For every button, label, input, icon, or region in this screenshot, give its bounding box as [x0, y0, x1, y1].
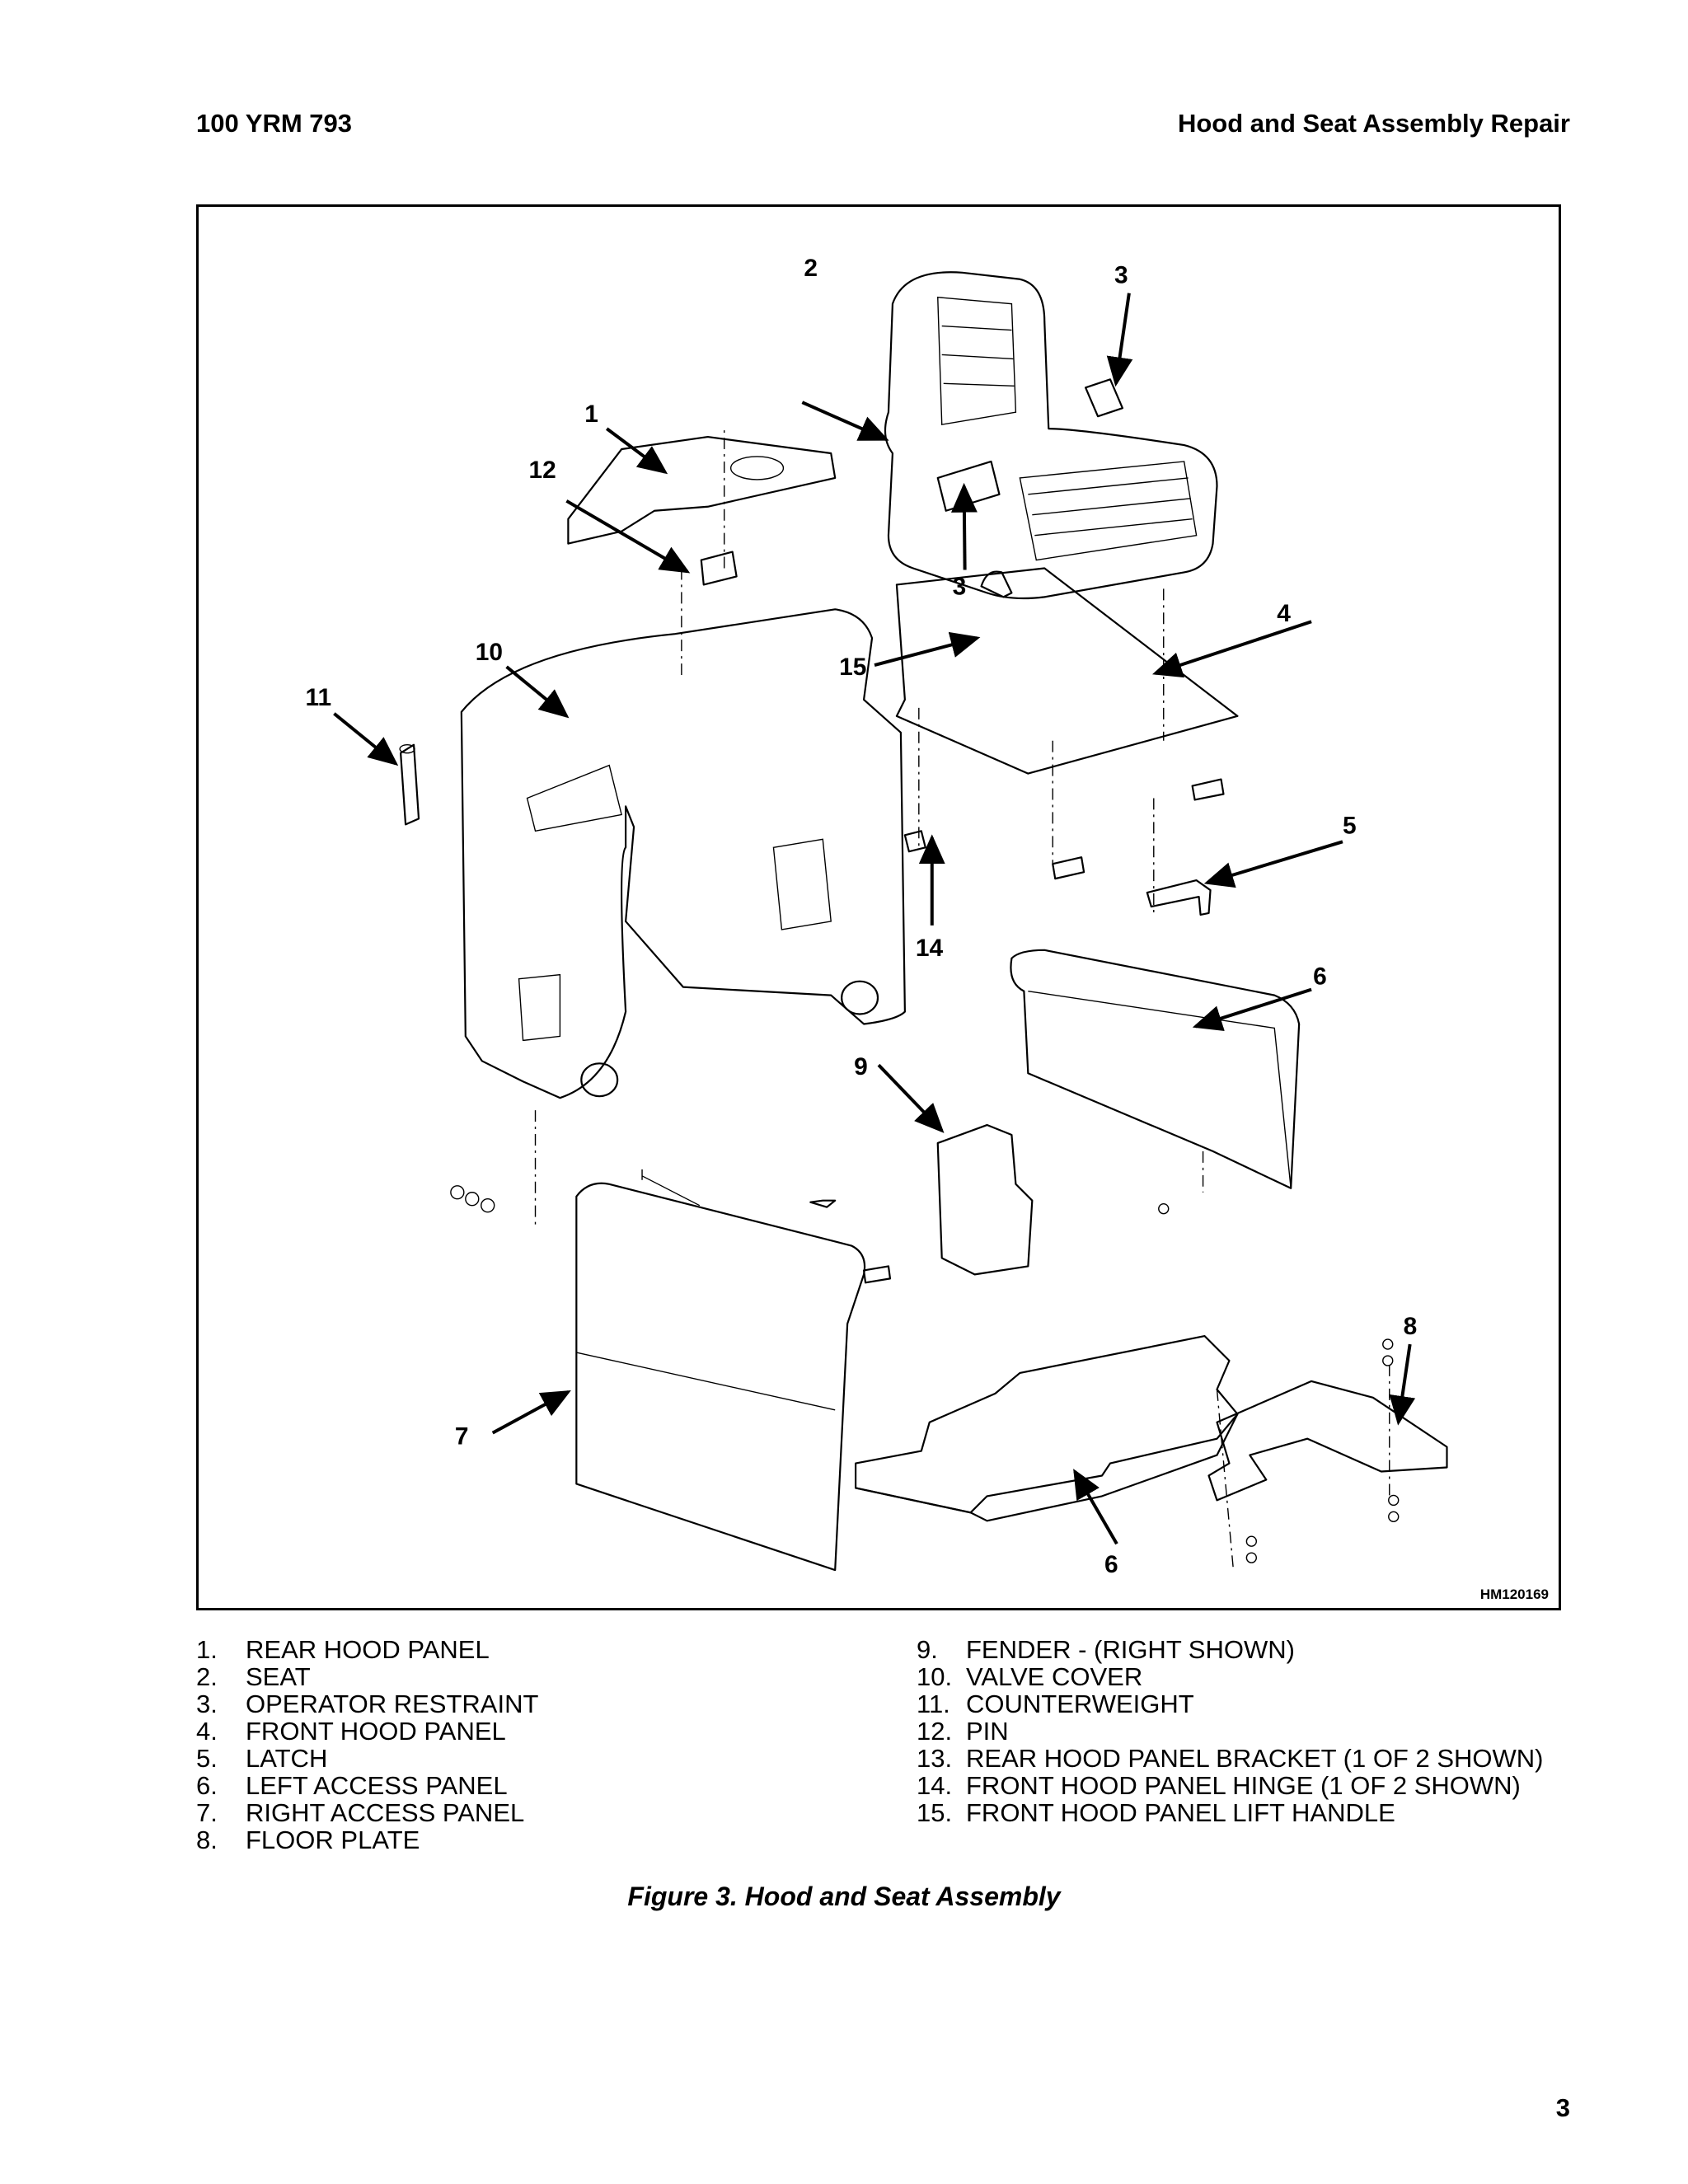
legend-text: VALVE COVER [966, 1662, 1143, 1691]
legend-text: LEFT ACCESS PANEL [246, 1771, 508, 1800]
legend-item: 3. OPERATOR RESTRAINT [196, 1690, 856, 1718]
legend-item: 5. LATCH [196, 1745, 856, 1772]
legend-text: LATCH [246, 1744, 328, 1773]
legend-text: FLOOR PLATE [246, 1825, 420, 1854]
callout-8: 6 [1104, 1551, 1118, 1578]
legend-item: 4. FRONT HOOD PANEL [196, 1718, 856, 1745]
legend-text: COUNTERWEIGHT [966, 1690, 1194, 1718]
hardware-details [450, 778, 1400, 1563]
rear-hood-panel-part [567, 435, 837, 586]
legend-num: 4. [196, 1717, 218, 1746]
legend-num: 9. [917, 1635, 938, 1664]
legend-text: FRONT HOOD PANEL LIFT HANDLE [966, 1798, 1395, 1827]
legend-item: 10. VALVE COVER [917, 1663, 1592, 1690]
exploded-view-drawing: 2 3 1 12 3 4 15 10 11 5 14 6 9 8 7 6 [306, 255, 1448, 1578]
legend-item: 6. LEFT ACCESS PANEL [196, 1772, 856, 1799]
legend-text: FRONT HOOD PANEL HINGE (1 OF 2 SHOWN) [966, 1771, 1521, 1800]
legend-item: 7. RIGHT ACCESS PANEL [196, 1799, 856, 1826]
callout-15: 15 [839, 654, 866, 681]
legend-num: 5. [196, 1744, 218, 1773]
seat-part [884, 271, 1218, 600]
legend-num: 1. [196, 1635, 218, 1664]
legend-num: 3. [196, 1690, 218, 1718]
counterweight-part [460, 608, 906, 1099]
callout-5: 5 [1343, 812, 1357, 839]
legend-item: 14. FRONT HOOD PANEL HINGE (1 OF 2 SHOWN) [917, 1772, 1592, 1799]
legend-item: 8. FLOOR PLATE [196, 1826, 856, 1854]
callout-4: 4 [1277, 600, 1291, 627]
legend-num: 11. [917, 1690, 950, 1718]
legend-text: RIGHT ACCESS PANEL [246, 1798, 525, 1827]
legend-num: 8. [196, 1825, 218, 1854]
right-access-panel-part [575, 1182, 866, 1572]
callout-labels: 2 3 1 12 3 4 15 10 11 5 14 6 9 8 7 6 [306, 255, 1418, 1578]
legend-text: PIN [966, 1717, 1009, 1746]
callout-12: 11 [306, 684, 332, 711]
legend-text: REAR HOOD PANEL [246, 1635, 490, 1664]
callout-6: 6 [1313, 963, 1327, 991]
legend-num: 13. [917, 1744, 953, 1773]
callout-3-bottom: 3 [953, 573, 967, 600]
parts-legend-right: 9.FENDER - (RIGHT SHOWN) 10.VALVE COVER … [917, 1636, 1592, 1826]
legend-num: 12. [917, 1717, 953, 1746]
valve-cover-part [936, 1123, 1034, 1276]
legend-text: FRONT HOOD PANEL [246, 1717, 506, 1746]
legend-text: SEAT [246, 1662, 311, 1691]
callout-11: 10 [476, 639, 503, 666]
legend-text: OPERATOR RESTRAINT [246, 1690, 539, 1718]
callout-2: 2 [804, 255, 818, 282]
latch-part [1146, 879, 1212, 916]
legend-num: 6. [196, 1771, 218, 1800]
legend-item: 2. SEAT [196, 1663, 856, 1690]
callout-10: 9 [854, 1053, 868, 1080]
left-access-panel-part [1010, 949, 1301, 1189]
callout-arrows [333, 293, 1416, 1545]
fender-part [1207, 1380, 1448, 1502]
legend-num: 15. [917, 1798, 953, 1827]
legend-num: 2. [196, 1662, 218, 1691]
floor-plate-part [855, 1335, 1239, 1522]
legend-item: 9. FENDER - (RIGHT SHOWN) [917, 1636, 1592, 1663]
callout-1: 1 [584, 401, 598, 428]
parts-legend-left: 1. REAR HOOD PANEL 2. SEAT 3. OPERATOR REST… [196, 1636, 856, 1854]
document-code: 100 YRM 793 [196, 109, 352, 138]
legend-text: FENDER - (RIGHT SHOWN) [966, 1635, 1295, 1664]
callout-14: 14 [916, 935, 944, 962]
legend-item: 12. PIN [917, 1718, 1592, 1745]
legend-item: 13. REAR HOOD PANEL BRACKET (1 OF 2 SHOWN… [917, 1745, 1592, 1772]
legend-item: 1. REAR HOOD PANEL [196, 1636, 856, 1663]
legend-num: 10. [917, 1662, 953, 1691]
legend-item: 15. FRONT HOOD PANEL LIFT HANDLE [917, 1799, 1592, 1826]
drawing-code: HM120169 [1479, 1586, 1549, 1602]
callout-13: 12 [529, 457, 556, 484]
legend-item: 11. COUNTERWEIGHT [917, 1690, 1592, 1718]
page-number: 3 [1555, 2093, 1570, 2122]
callout-7: 7 [455, 1423, 469, 1451]
exploded-view-figure: 2 3 1 12 3 4 15 10 11 5 14 6 9 8 7 6 HM1… [196, 204, 1561, 1610]
legend-text: REAR HOOD PANEL BRACKET (1 OF 2 SHOWN) [966, 1744, 1544, 1773]
front-hood-panel-part [895, 567, 1239, 775]
figure-caption: Figure 3. Hood and Seat Assembly [627, 1882, 1061, 1911]
callout-3-top: 3 [1114, 262, 1128, 289]
pin-part [399, 743, 420, 826]
legend-num: 7. [196, 1798, 218, 1827]
callout-9: 8 [1404, 1313, 1418, 1340]
legend-num: 14. [917, 1771, 953, 1800]
section-title: Hood and Seat Assembly Repair [1177, 109, 1570, 138]
